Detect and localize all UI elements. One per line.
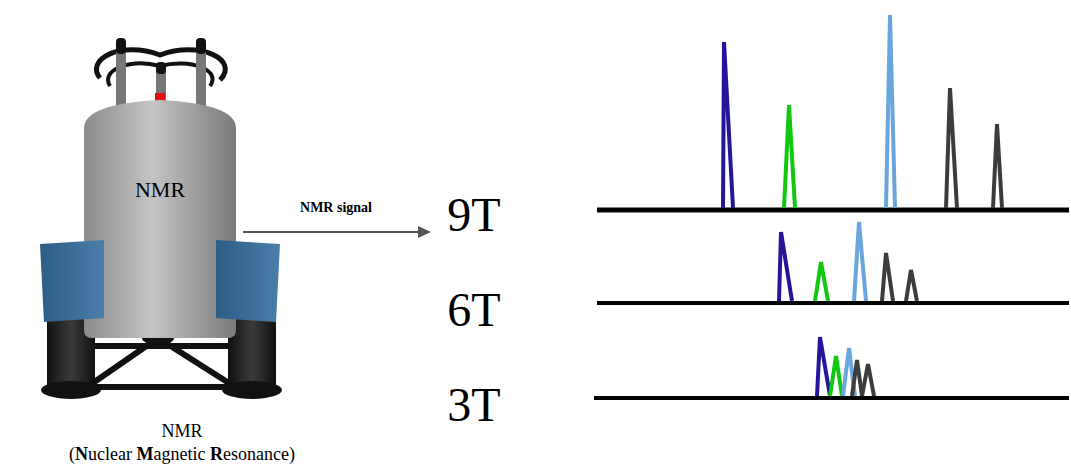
side-console	[40, 240, 104, 322]
spectrum-axis	[594, 396, 1069, 400]
turret-cap	[116, 38, 126, 54]
field-strength: 9T	[447, 189, 500, 242]
caption-expansion: (Nuclear Magnetic Resonance)	[69, 445, 295, 465]
probe-port	[155, 93, 165, 101]
turret-post	[196, 52, 206, 112]
magnet-body	[84, 100, 236, 338]
tripod-frame	[90, 338, 232, 387]
spectral-peaks	[723, 15, 1002, 396]
signal-label: NMR signal	[300, 200, 372, 215]
turret-cap	[156, 62, 166, 74]
field-strength: 6T	[447, 284, 500, 337]
signal-arrow	[418, 226, 431, 238]
caption-title: NMR	[161, 422, 202, 442]
node-text: NMR	[135, 177, 185, 203]
spectrum-axis	[597, 301, 1069, 305]
turret-cap	[196, 38, 206, 54]
turret-post	[116, 52, 126, 112]
side-console	[216, 240, 280, 322]
signal-arrow	[243, 231, 420, 233]
field-strength: 3T	[447, 379, 500, 432]
magnet-body-label: NMR	[90, 160, 230, 220]
spectrum-axis	[597, 208, 1069, 213]
